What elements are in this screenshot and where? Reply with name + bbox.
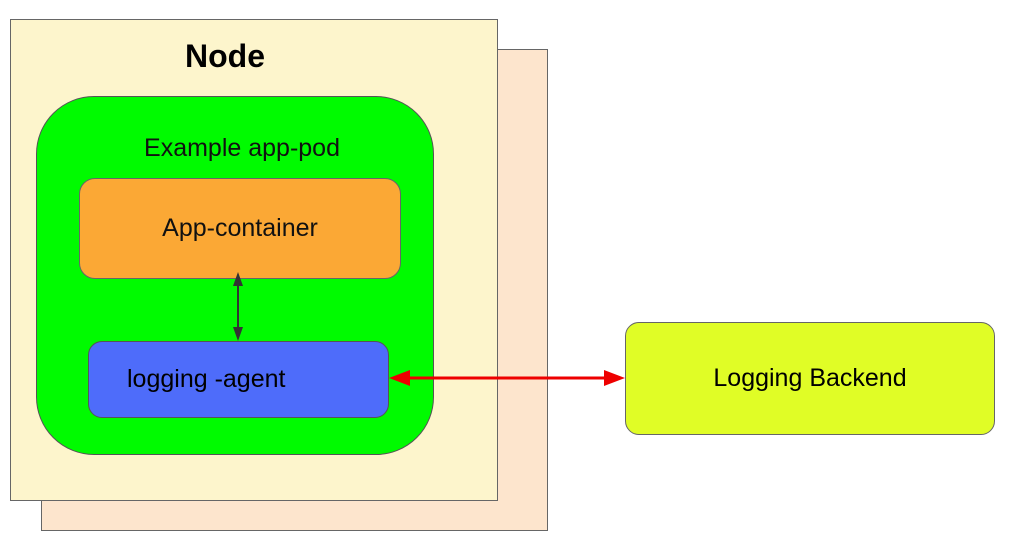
- logging-agent-label: logging -agent: [127, 365, 286, 393]
- logging-backend-label: Logging Backend: [713, 364, 907, 392]
- node-title: Node: [185, 38, 265, 74]
- pod-label: Example app-pod: [144, 134, 340, 162]
- app-container-label: App-container: [162, 214, 318, 242]
- app-container-box: App-container: [79, 178, 401, 279]
- logging-agent-box: logging -agent: [88, 341, 389, 418]
- logging-backend-box: Logging Backend: [625, 322, 995, 435]
